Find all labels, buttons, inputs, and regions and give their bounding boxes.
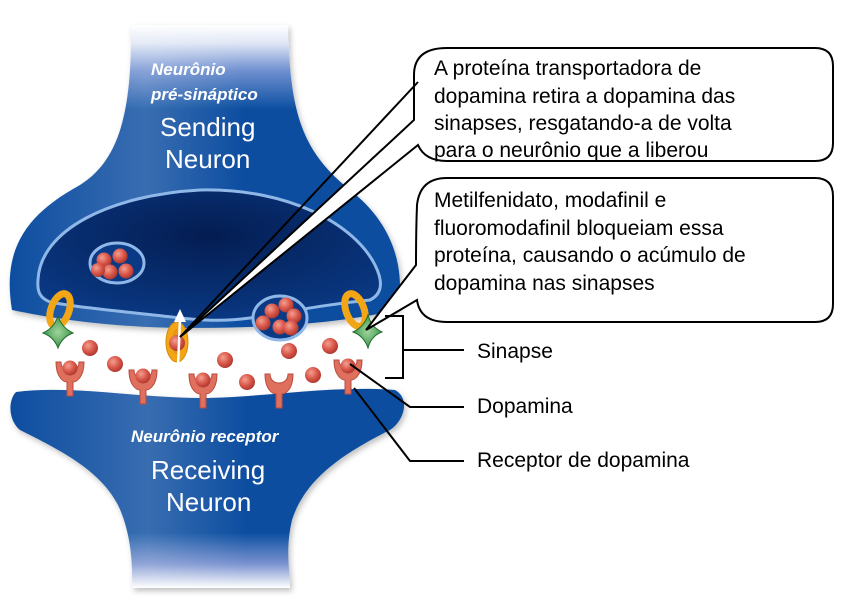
callout-pointer-line [179, 81, 419, 338]
blocker-star-right [351, 313, 384, 350]
dopamine-molecule [283, 320, 299, 336]
callout-line: dopamina retira a dopamina das [434, 85, 735, 108]
postsynaptic-sheen [10, 388, 405, 588]
dopamine-molecule [169, 335, 185, 351]
presynaptic-english-line1: Sending [160, 112, 255, 142]
dopamine-molecule [281, 343, 297, 359]
dopamine-receptor [55, 360, 85, 397]
callout-blockers: Metilfenidato, modafinil e fluoromodafin… [365, 177, 834, 331]
dopamine-molecule [255, 315, 271, 331]
callout-line: A proteína transportadora de [434, 57, 701, 80]
reuptake-arrow-head [174, 309, 186, 322]
leader-receptor [353, 387, 464, 462]
callout-box [365, 177, 834, 331]
label-receptor: Receptor de dopamina [477, 449, 690, 472]
vesicle [88, 241, 146, 285]
dopamine-receptor [188, 372, 218, 409]
dopamine-molecule [91, 263, 105, 277]
dopamine-molecule [102, 264, 118, 280]
postsynaptic-neuron: Neurônio receptor Receiving Neuron [10, 388, 405, 588]
reuptake-arrow [176, 317, 182, 368]
dopamine-molecule [305, 367, 321, 383]
dopamine-molecule [118, 263, 134, 279]
dopamine-molecule [322, 338, 338, 354]
callout-line: sinapses, resgatando-a de volta [434, 112, 732, 135]
callout-line: dopamina nas sinapses [434, 272, 655, 295]
callout-box [179, 47, 834, 338]
dopamine-molecule [217, 352, 233, 368]
dopamine-molecule [112, 248, 128, 264]
callout-line: Metilfenidato, modafinil e [434, 189, 666, 212]
vesicle [251, 294, 309, 342]
dopamine-molecule [107, 356, 123, 372]
dopamine-molecule [264, 303, 280, 319]
dopamine-molecule [82, 340, 98, 356]
dopamine-molecule [272, 319, 288, 335]
presynaptic-title-line1: Neurônio [151, 60, 226, 79]
synapse-bracket [385, 315, 464, 379]
callout-line: proteína, causando o acúmulo de [434, 244, 746, 267]
leader-dopamine [349, 363, 464, 408]
dopamine-molecule [239, 374, 255, 390]
dopamine-receptor [128, 368, 158, 405]
callout-line: para o neurônio que a liberou [434, 139, 708, 162]
callout-transporter: A proteína transportadora de dopamina re… [179, 47, 834, 338]
dopamine-transporter-left [41, 290, 75, 350]
postsynaptic-title: Neurônio receptor [131, 427, 280, 446]
presynaptic-title-line2: pré-sináptico [150, 85, 258, 104]
presynaptic-neuron: Neurônio pré-sináptico Sending Neuron [9, 25, 401, 342]
blocker-star-left [41, 314, 75, 350]
dopamine-transporter-center [165, 309, 189, 368]
label-dopamine: Dopamina [477, 395, 573, 418]
dopamine-receptor-empty [264, 373, 294, 409]
callout-line: fluoromodafinil bloqueiam essa [434, 217, 724, 240]
dopamine-receptor [333, 358, 363, 395]
label-synapse: Sinapse [477, 340, 553, 363]
dopamine-molecule [286, 308, 302, 324]
presynaptic-terminal-interior [36, 188, 382, 322]
presynaptic-english-line2: Neuron [165, 144, 250, 174]
dopamine-molecule [278, 297, 294, 313]
dopamine-transporter-right [341, 290, 384, 350]
postsynaptic-english-line1: Receiving [151, 455, 265, 485]
synaptic-dopamine [82, 338, 338, 390]
dopamine-receptors [55, 358, 363, 409]
postsynaptic-english-line2: Neuron [166, 487, 251, 517]
